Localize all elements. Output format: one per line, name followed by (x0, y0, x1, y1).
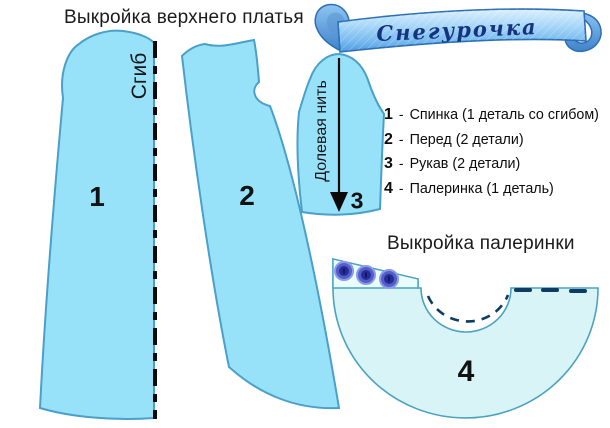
legend: 1 - Спинка (1 деталь со сгибом) 2 - Пере… (384, 106, 599, 204)
grain-line-arrowhead-icon (330, 192, 348, 212)
pelerine-piece (332, 257, 599, 419)
legend-item-pelerine: 4 - Палеринка (1 деталь) (384, 179, 599, 197)
ribbon-band-texture (338, 9, 586, 52)
legend-desc: Спинка (1 деталь со сгибом) (409, 107, 599, 123)
fold-label: Сгиб (128, 52, 151, 100)
legend-num: 4 (384, 179, 393, 197)
legend-separator: - (398, 106, 404, 122)
legend-item-front: 2 - Перед (2 детали) (384, 130, 599, 148)
pelerine-pattern-title: Выкройка палеринки (387, 233, 575, 254)
legend-item-sleeve: 3 - Рукав (2 детали) (384, 155, 599, 172)
sleeve-piece-number: 3 (350, 187, 364, 214)
legend-num: 1 (384, 106, 393, 123)
front-piece-shape (180, 38, 341, 410)
pelerine-piece-number: 4 (457, 355, 475, 388)
grain-line-label: Долевая нить (313, 80, 330, 182)
sleeve-piece-shape (296, 52, 386, 216)
pelerine-body-shape (332, 257, 599, 419)
legend-separator: - (398, 155, 404, 171)
ribbon-banner (314, 3, 602, 53)
legend-num: 3 (384, 155, 393, 172)
front-piece-number: 2 (239, 180, 255, 211)
button-icon (356, 265, 376, 285)
legend-num: 2 (384, 130, 393, 148)
pelerine-neck-stitch-line (426, 294, 510, 323)
dress-pattern-title: Выкройка верхнего платья (64, 7, 304, 28)
legend-item-back: 1 - Спинка (1 деталь со сгибом) (384, 106, 599, 123)
legend-separator: - (398, 179, 404, 196)
legend-separator: - (398, 130, 404, 147)
legend-desc: Палеринка (1 деталь) (409, 180, 554, 197)
buttonhole-marks (514, 288, 587, 293)
back-piece-shape (38, 29, 155, 420)
button-icon (334, 261, 354, 281)
legend-desc: Перед (2 детали) (409, 131, 524, 148)
back-piece-number: 1 (89, 181, 105, 212)
legend-desc: Рукав (2 детали) (409, 156, 521, 172)
button-icon (379, 269, 399, 289)
